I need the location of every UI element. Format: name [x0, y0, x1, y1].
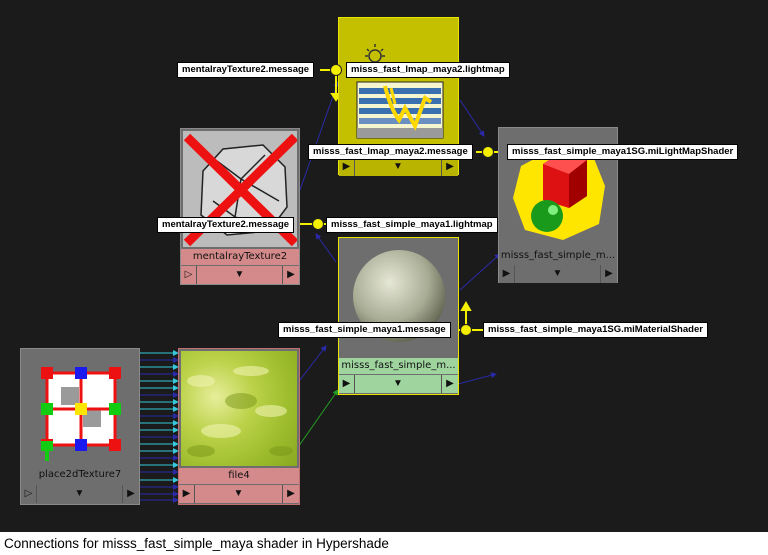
lightmap-sun-chart-icon [349, 32, 448, 156]
shading-group-toolbar: ▶ ▼ ▶ [499, 265, 617, 283]
mentalray-texture-label: mentalrayTexture2 [181, 249, 299, 265]
mentalray-expand-button[interactable]: ▷ [181, 266, 197, 284]
lmap-toolbar: ▶ ▼ ▶ [339, 158, 458, 176]
wire-mr-to-lmap[interactable] [299, 81, 340, 191]
mentalray-output-button[interactable]: ▶ [287, 269, 295, 280]
place2d-label: place2dTexture7 [21, 467, 139, 483]
simple-expand-button[interactable]: ▶ [339, 375, 355, 393]
shaded-sphere-icon [341, 240, 456, 356]
node-file[interactable]: file4 ▶ ▼ ▶ [178, 348, 300, 505]
node-place2d[interactable]: place2dTexture7 ▷ ▼ ▶ [20, 348, 140, 505]
file-menu-button[interactable]: ▼ [195, 485, 283, 503]
wire-file-to-simple-green[interactable] [295, 389, 339, 451]
node-mentalray-texture[interactable]: mentalrayTexture2 ▷ ▼ ▶ [180, 128, 300, 285]
wire-file-to-simple[interactable] [299, 345, 327, 381]
connector-dot-mr-top[interactable] [330, 64, 342, 76]
callout-simple-message: misss_fast_simple_maya1.message [278, 322, 451, 338]
connector-dot-sg-lightmap[interactable] [482, 146, 494, 158]
callout-sg-lightmap-shader: misss_fast_simple_maya1SG.miLightMapShad… [507, 144, 739, 160]
connection-wires [140, 69, 508, 503]
file-label: file4 [179, 468, 299, 484]
connector-dot-simple-lightmap[interactable] [312, 218, 324, 230]
lmap-menu-button[interactable]: ▼ [355, 158, 442, 176]
lmap-expand-button[interactable]: ▶ [339, 158, 355, 176]
simple-menu-button[interactable]: ▼ [355, 375, 442, 393]
mentalray-texture-toolbar: ▷ ▼ ▶ [181, 266, 299, 284]
place2d-menu-button[interactable]: ▼ [37, 485, 123, 503]
file-toolbar: ▶ ▼ ▶ [179, 485, 299, 503]
sg-expand-button[interactable]: ▶ [499, 265, 515, 283]
connector-dot-sg-material[interactable] [460, 324, 472, 336]
callout-lmap-message: misss_fast_lmap_maya2.message [308, 144, 473, 160]
node-simple-maya[interactable]: misss_fast_simple_m... ▶ ▼ ▶ [338, 237, 459, 395]
place2d-expand-button[interactable]: ▷ [21, 485, 37, 503]
simple-output-button[interactable]: ▶ [446, 378, 454, 389]
wire-lmap-to-sg[interactable] [459, 99, 485, 137]
sg-menu-button[interactable]: ▼ [515, 265, 601, 283]
simple-maya-label: misss_fast_simple_m... [339, 358, 458, 374]
simple-maya-toolbar: ▶ ▼ ▶ [339, 375, 458, 393]
shading-group-label: misss_fast_simple_m... [499, 248, 617, 264]
callout-mr-message-mid: mentalrayTexture2.message [157, 217, 295, 233]
callout-sg-material-shader: misss_fast_simple_maya1SG.miMaterialShad… [483, 322, 708, 338]
file-output-button[interactable]: ▶ [287, 488, 295, 499]
uv-placement-grid-icon [23, 351, 137, 465]
wire-bundle-place2d-to-file[interactable] [140, 350, 179, 503]
hypershade-canvas[interactable]: ▶ ▼ ▶ mentalrayTexture2 ▷ ▼ ▶ [0, 0, 768, 532]
file-expand-button[interactable]: ▶ [179, 485, 195, 503]
callout-lmap-lightmap: misss_fast_lmap_maya2.lightmap [346, 62, 510, 78]
callout-simple-lightmap: misss_fast_simple_maya1.lightmap [326, 217, 498, 233]
lmap-output-button[interactable]: ▶ [446, 161, 454, 172]
wire-simple-to-sg[interactable] [459, 253, 501, 291]
figure-caption: Connections for misss_fast_simple_maya s… [4, 536, 389, 551]
green-grass-texture-icon [181, 351, 297, 466]
mentalray-menu-button[interactable]: ▼ [197, 266, 283, 284]
place2d-toolbar: ▷ ▼ ▶ [21, 485, 139, 503]
callout-mr-message-top: mentalrayTexture2.message [177, 62, 315, 78]
wire-simple-to-sg-lower[interactable] [457, 372, 497, 385]
wire-mr-to-simple[interactable] [315, 233, 337, 263]
sg-output-button[interactable]: ▶ [605, 268, 613, 279]
place2d-output-button[interactable]: ▶ [127, 488, 135, 499]
